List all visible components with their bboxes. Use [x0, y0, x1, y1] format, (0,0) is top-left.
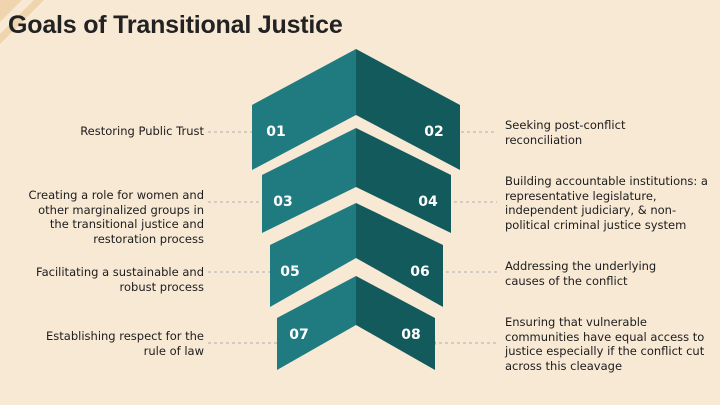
- goal-number-04: 04: [418, 194, 438, 210]
- chevron-right-02: [356, 49, 460, 170]
- goal-number-01: 01: [266, 124, 285, 140]
- goal-number-05: 05: [280, 264, 299, 280]
- goal-text-02: Seeking post-conflict reconciliation: [505, 118, 626, 147]
- goal-number-08: 08: [401, 327, 420, 343]
- goal-text-04: Building accountable institutions: a rep…: [505, 174, 708, 232]
- chevron-right-08: [356, 276, 435, 370]
- chevron-right-04: [356, 128, 451, 233]
- goal-text-07: Establishing respect for the rule of law: [46, 329, 204, 358]
- goal-number-02: 02: [424, 124, 443, 140]
- page-title: Goals of Transitional Justice: [8, 11, 343, 39]
- chevron-left-05: [270, 203, 356, 307]
- corner-stripes-decoration: [0, 0, 44, 44]
- chevron-left-03: [262, 128, 356, 233]
- goal-number-06: 06: [410, 264, 429, 280]
- goal-text-06: Addressing the underlying causes of the …: [505, 259, 657, 288]
- chevron-left-07: [277, 276, 356, 370]
- goal-number-03: 03: [273, 194, 292, 210]
- goal-text-03: Creating a role for women and other marg…: [28, 188, 204, 246]
- goal-number-07: 07: [289, 327, 308, 343]
- goal-text-01: Restoring Public Trust: [80, 124, 204, 138]
- chevron-left-01: [252, 49, 356, 170]
- goal-text-08: Ensuring that vulnerable communities hav…: [505, 315, 705, 373]
- goal-text-05: Facilitating a sustainable and robust pr…: [36, 265, 204, 294]
- chevron-right-06: [356, 203, 443, 307]
